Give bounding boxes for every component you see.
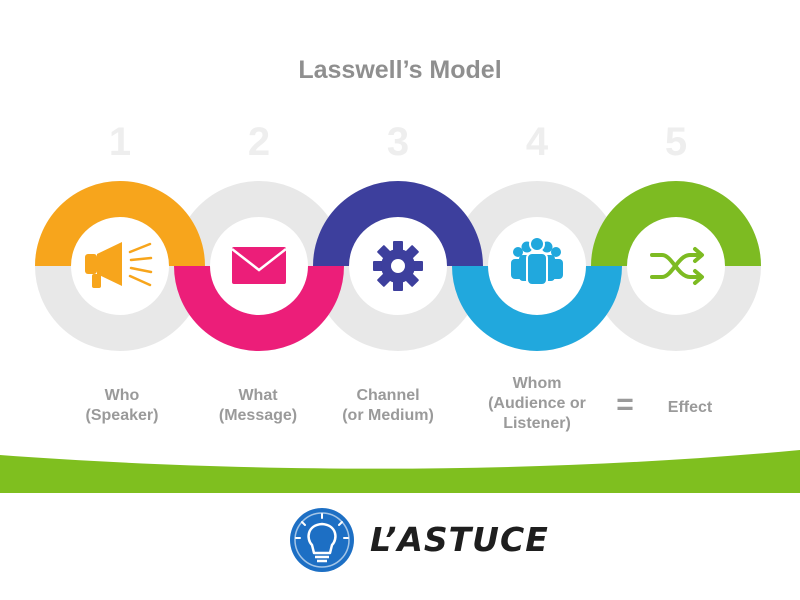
audience-icon	[511, 236, 563, 286]
envelope-icon	[231, 247, 287, 284]
stage-label-line: (Speaker)	[85, 407, 159, 424]
brand-name: L’ASTUCE	[370, 520, 549, 559]
stage-label-channel: Channel (or Medium)	[323, 386, 453, 426]
stage-label-line: Listener)	[503, 415, 571, 432]
stage-label-line: Effect	[667, 399, 713, 416]
stage-label-line: Channel	[356, 387, 420, 404]
stage-label-line: (or Medium)	[342, 407, 434, 424]
arc-stage-1	[35, 181, 205, 267]
stage-label-what: What (Message)	[193, 386, 323, 426]
equals-sign: =	[616, 388, 634, 421]
stage-number-5: 5	[664, 120, 688, 164]
stage-label-line: (Audience or	[488, 395, 586, 412]
stage-number-4: 4	[525, 120, 549, 164]
lightbulb-icon	[290, 508, 354, 572]
stage-label-line: Whom	[512, 375, 562, 392]
arc-stage-2	[174, 265, 344, 351]
gear-icon	[373, 241, 423, 291]
stage-number-3: 3	[386, 120, 410, 164]
stage-label-whom: Whom (Audience or Listener)	[472, 374, 602, 434]
ground-white-curve	[0, 400, 800, 469]
stage-number-1: 1	[108, 120, 132, 164]
stage-number-2: 2	[247, 120, 271, 164]
stage-label-line: Who	[104, 387, 140, 404]
stage-label-line: What	[238, 387, 278, 404]
arc-stage-4	[452, 265, 622, 351]
stage-label-effect: Effect	[625, 398, 755, 418]
arc-stage-3	[313, 181, 483, 267]
stage-label-line: (Message)	[218, 407, 298, 424]
stage-label-who: Who (Speaker)	[57, 386, 187, 426]
megaphone-icon	[85, 242, 153, 288]
shuffle-icon	[650, 247, 704, 285]
arc-stage-5	[591, 181, 761, 267]
diagram-title: Lasswell’s Model	[298, 56, 502, 84]
